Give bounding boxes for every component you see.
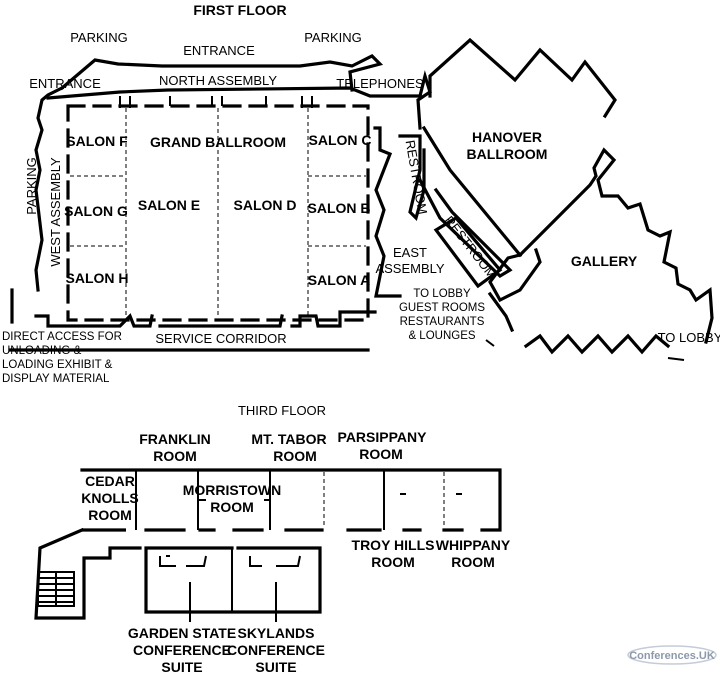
- label-to-lobby-1: TO LOBBY: [413, 288, 471, 300]
- label-whippany-2: ROOM: [451, 554, 495, 570]
- label-parking-right: PARKING: [304, 30, 362, 45]
- third-floor-title: THIRD FLOOR: [238, 403, 326, 418]
- label-east-assembly-1: EAST: [393, 245, 427, 260]
- label-mt-tabor-2: ROOM: [273, 448, 317, 464]
- label-cedar-1: CEDAR: [85, 473, 135, 489]
- label-east-assembly-2: ASSEMBLY: [375, 261, 444, 276]
- label-hanover-2: BALLROOM: [467, 146, 548, 162]
- label-garden-state-1: GARDEN STATE: [128, 625, 236, 641]
- label-entrance-top: ENTRANCE: [183, 43, 255, 58]
- label-hanover-1: HANOVER: [472, 129, 542, 145]
- label-direct-access-4: DISPLAY MATERIAL: [2, 373, 110, 385]
- label-salon-b: SALON B: [308, 200, 371, 216]
- first-floor-walls: [8, 37, 714, 361]
- label-morristown-1: MORRISTOWN: [183, 482, 282, 498]
- label-direct-access-3: LOADING EXHIBIT &: [2, 359, 113, 371]
- label-direct-access-1: DIRECT ACCESS FOR: [2, 331, 122, 343]
- label-salon-c: SALON C: [309, 132, 372, 148]
- label-garden-state-2: CONFERENCE: [133, 642, 231, 658]
- label-restroom-1: RESTROOM: [403, 139, 431, 216]
- label-salon-a: SALON A: [308, 272, 370, 288]
- label-franklin-2: ROOM: [153, 448, 197, 464]
- label-north-assembly: NORTH ASSEMBLY: [159, 73, 277, 88]
- label-salon-f: SALON F: [66, 133, 128, 149]
- label-franklin-1: FRANKLIN: [139, 431, 211, 447]
- label-morristown-2: ROOM: [210, 499, 254, 515]
- label-to-lobby-right: TO LOBBY: [658, 330, 720, 345]
- label-troy-hills-2: ROOM: [371, 554, 415, 570]
- third-floor-walls: [34, 468, 502, 622]
- label-skylands-3: SUITE: [255, 659, 296, 675]
- label-gallery: GALLERY: [571, 253, 638, 269]
- label-cedar-2: KNOLLS: [81, 490, 139, 506]
- label-to-lobby-3: RESTAURANTS: [400, 316, 485, 328]
- label-garden-state-3: SUITE: [161, 659, 202, 675]
- label-salon-h: SALON H: [66, 270, 129, 286]
- watermark-text: Conferences.UK: [629, 650, 715, 662]
- label-salon-d: SALON D: [234, 197, 297, 213]
- label-to-lobby-2: GUEST ROOMS: [399, 302, 485, 314]
- label-service-corridor: SERVICE CORRIDOR: [155, 331, 286, 346]
- label-skylands-2: CONFERENCE: [227, 642, 325, 658]
- label-parsippany-1: PARSIPPANY: [338, 429, 428, 445]
- label-to-lobby-4: & LOUNGES: [408, 330, 475, 342]
- label-parking-left: PARKING: [70, 30, 128, 45]
- label-direct-access-2: UNLOADING &: [2, 345, 82, 357]
- label-skylands-1: SKYLANDS: [237, 625, 314, 641]
- label-whippany-1: WHIPPANY: [436, 537, 511, 553]
- label-salon-e: SALON E: [138, 197, 200, 213]
- label-cedar-3: ROOM: [88, 507, 132, 523]
- label-parking-side: PARKING: [24, 157, 39, 215]
- label-troy-hills-1: TROY HILLS: [352, 537, 435, 553]
- label-telephones: TELEPHONES: [336, 76, 424, 91]
- third-floor-labels: THIRD FLOOR FRANKLIN ROOM MT. TABOR ROOM…: [81, 403, 511, 675]
- first-floor-title: FIRST FLOOR: [193, 2, 286, 18]
- label-salon-g: SALON G: [64, 203, 128, 219]
- watermark-logo: Conferences.UK: [627, 645, 717, 665]
- stairs-icon: [37, 571, 75, 607]
- label-mt-tabor-1: MT. TABOR: [251, 431, 326, 447]
- label-grand-ballroom: GRAND BALLROOM: [150, 134, 286, 150]
- label-entrance-left: ENTRANCE: [29, 76, 101, 91]
- label-west-assembly: WEST ASSEMBLY: [48, 157, 63, 267]
- label-parsippany-2: ROOM: [359, 446, 403, 462]
